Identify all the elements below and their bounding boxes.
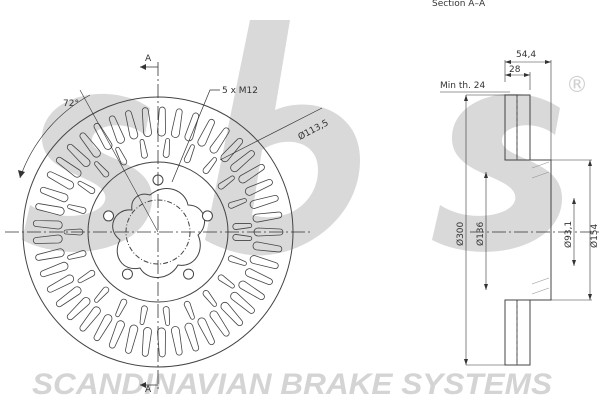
bolt-hole <box>121 268 133 280</box>
vent-slot <box>39 186 69 203</box>
hat-diameter-label: Ø154 <box>589 223 600 248</box>
vent-slot <box>35 203 87 216</box>
vent-slot <box>183 112 200 164</box>
section-title: Section A–A <box>432 0 486 9</box>
vent-slot <box>249 195 279 209</box>
vent-slot <box>230 291 255 314</box>
vent-slot <box>139 305 152 357</box>
section-marker-bottom: A <box>145 385 152 395</box>
bore-diameter-label: Ø93,1 <box>563 221 574 248</box>
width-dimension: 54,4 <box>516 50 536 60</box>
vent-slot <box>162 306 183 356</box>
vent-slot <box>66 297 91 321</box>
vent-slot <box>125 324 139 354</box>
bolt-hole <box>183 268 195 280</box>
vent-slot <box>93 122 128 166</box>
vent-slot <box>32 220 63 230</box>
vent-slot <box>66 143 110 178</box>
min-thickness-label: Min th. 24 <box>440 81 486 91</box>
inner-diameter-label: Ø136 <box>475 221 486 246</box>
vent-slot <box>244 268 273 286</box>
vent-slot <box>141 107 152 137</box>
vent-slot <box>232 227 284 241</box>
thickness-dimension: 28 <box>509 65 521 75</box>
disc-section-view: Section A–A 54,4 28 Min th. 24 <box>432 0 600 366</box>
hub-flange <box>112 187 206 278</box>
vent-slot <box>55 156 82 178</box>
vent-slot <box>238 163 265 184</box>
outer-diameter-label: Ø300 <box>455 221 466 246</box>
vent-slot <box>79 132 101 158</box>
vent-slots <box>32 106 284 358</box>
vent-slot <box>217 274 265 301</box>
vent-slot <box>157 106 171 158</box>
vent-slot <box>171 108 183 138</box>
bolt-spec-label: 5 x M12 <box>222 86 258 96</box>
angle-label: 72° <box>63 99 79 109</box>
vent-slot <box>39 250 87 278</box>
vent-slot <box>209 310 230 337</box>
disc-front-view: A A 72° 5 x M12 Ø113,5 <box>5 54 330 395</box>
vent-slot <box>232 211 283 230</box>
vent-slot <box>93 314 113 342</box>
vent-slot <box>220 137 243 163</box>
vent-slot <box>157 327 166 358</box>
vent-slot <box>183 300 215 345</box>
bolt-hole <box>103 210 115 222</box>
vent-slot <box>79 286 110 332</box>
vent-slot <box>55 269 96 308</box>
company-name-watermark: SCANDINAVIAN BRAKE SYSTEMS <box>32 368 552 400</box>
vent-slot <box>46 171 96 195</box>
section-marker-top: A <box>145 54 152 64</box>
sbs-watermark-logo <box>22 20 563 256</box>
vent-slot <box>227 178 273 209</box>
vent-slot <box>197 119 215 147</box>
vent-slot <box>32 228 84 244</box>
vent-slot <box>35 248 65 261</box>
vent-slot <box>108 115 125 144</box>
vent-slot <box>202 127 230 174</box>
vent-slot <box>217 150 255 190</box>
vent-slot <box>184 322 200 352</box>
bolt-hole <box>201 210 213 222</box>
vent-slot <box>202 290 243 327</box>
vent-slot <box>108 298 128 349</box>
bolt-holes <box>103 174 213 280</box>
registered-mark: ® <box>566 73 588 98</box>
vent-slot <box>252 241 283 253</box>
vent-slot <box>46 274 75 293</box>
vent-slot <box>125 110 148 159</box>
vent-slot <box>227 255 279 269</box>
